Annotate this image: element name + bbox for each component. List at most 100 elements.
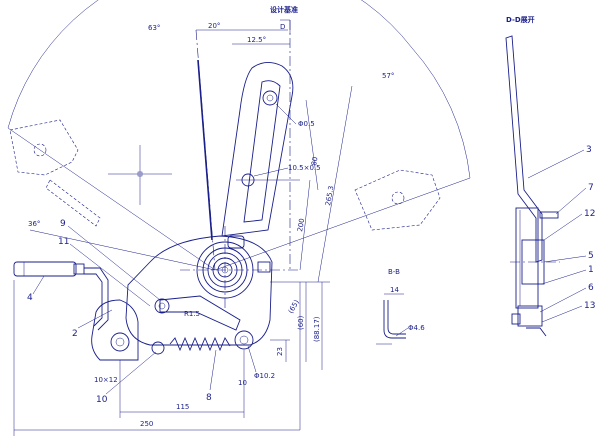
dd-top-bolt (539, 211, 559, 219)
dim-10x12: 10×12 (94, 376, 118, 384)
callout-3: 3 (586, 145, 592, 155)
leader-6 (539, 287, 587, 313)
lower-pin (151, 341, 165, 355)
angle-12-5: 12.5° (247, 36, 266, 44)
leader-phi-10-2 (247, 345, 257, 373)
main-lever-slot (243, 80, 281, 223)
callout-5: 5 (588, 251, 594, 261)
leader-hole-diameter (275, 103, 297, 125)
dim-65: (65) (287, 298, 301, 315)
stop-block (227, 235, 245, 249)
leader-12 (543, 213, 583, 241)
dim-phi-4-6: Φ4.6 (408, 324, 425, 332)
leader-8 (209, 349, 217, 391)
handle-rod (84, 267, 109, 331)
leader-10 (105, 351, 157, 395)
pawl-arm (159, 295, 241, 331)
mount-hole-left-inner (115, 337, 125, 347)
angle-ref-line (29, 229, 216, 271)
bb-bracket-profile (383, 300, 406, 339)
callout-12: 12 (584, 209, 595, 219)
dim-115: 115 (176, 403, 189, 411)
angle-20: 20° (208, 22, 220, 30)
leader-13 (541, 305, 583, 323)
callout-1: 1 (588, 265, 594, 275)
dim-88: (88.17) (313, 316, 321, 342)
angle-63: 63° (148, 24, 160, 32)
folded-lever-hole (33, 143, 47, 157)
leader-slot (253, 167, 289, 177)
callout-11: 11 (58, 237, 69, 247)
dim-r1-5: R1.5 (184, 310, 200, 318)
callout-9: 9 (60, 219, 66, 229)
return-spring-anchor-inner (239, 335, 249, 345)
pawl-pivot (154, 298, 170, 314)
dim-200: 200 (296, 218, 306, 233)
leader-2 (77, 309, 113, 329)
leader-5 (543, 255, 587, 263)
section-bb-title: B-B (388, 268, 400, 276)
base-bracket-left (91, 299, 139, 361)
leader-7 (555, 187, 587, 215)
latch-block (257, 261, 271, 273)
arc-radius-left (7, 127, 216, 271)
dim-250: 250 (140, 420, 153, 428)
angle-36: 36° (28, 220, 40, 228)
dim-line-200 (299, 179, 311, 271)
bb-bracket-inner (387, 300, 406, 335)
main-lever-outline (221, 62, 294, 237)
leader-phi-4-6 (395, 327, 409, 337)
lever-hole-upper-inner (266, 94, 274, 102)
dim-line-80 (305, 99, 319, 191)
callout-2: 2 (72, 329, 78, 339)
dim-14: 14 (390, 286, 399, 294)
arc-radius-right (214, 177, 471, 271)
dim-60: (60) (297, 315, 305, 330)
dd-lower-block (517, 305, 543, 327)
dd-lever-profile (505, 35, 543, 263)
forward-lever-hole (391, 191, 405, 205)
base-plate-outline (125, 235, 273, 346)
dim-10: 10 (238, 379, 247, 387)
motion-arc-right (411, 47, 471, 179)
leader-4 (32, 275, 45, 295)
motion-arc-outer (7, 0, 413, 129)
forward-lever-outline (354, 169, 441, 231)
design-reference-title: 设计基准 (270, 5, 298, 14)
callout-8: 8 (206, 393, 212, 403)
dd-foot (526, 327, 547, 337)
callout-6: 6 (588, 283, 594, 293)
angle-57: 57° (382, 72, 394, 80)
callout-4: 4 (27, 293, 33, 303)
dd-plate-section (515, 207, 539, 309)
dim-23: 23 (276, 347, 284, 356)
dim-slot-size: 10.5×0.5 (288, 164, 321, 172)
callout-13: 13 (584, 301, 595, 311)
mount-hole-left (110, 332, 130, 352)
dd-lower-pin (511, 313, 521, 325)
folded-handle-outline (45, 179, 101, 227)
leader-3 (527, 149, 585, 179)
leader-11 (69, 243, 151, 307)
callout-7: 7 (588, 183, 594, 193)
leader-9 (67, 225, 161, 301)
handle-grip (13, 261, 77, 277)
dim-phi-10-2: Φ10.2 (254, 372, 275, 380)
dim-hole-diameter: Φ0.5 (298, 120, 315, 128)
handle-collar (73, 263, 85, 275)
dim-80: 80 (310, 156, 319, 166)
callout-10: 10 (96, 395, 108, 405)
leader-1 (541, 269, 587, 285)
tension-spring (169, 336, 231, 352)
dim-265: 265.3 (324, 185, 335, 206)
dim-line-265 (317, 85, 353, 283)
folded-lever-outline (9, 119, 79, 176)
handle-reference-stroke (197, 59, 213, 241)
crosshair-center (137, 171, 143, 177)
lever-hole-upper (262, 90, 278, 106)
pawl-pivot-inner (158, 302, 166, 310)
return-spring-anchor (234, 330, 254, 350)
handle-rod-inner (84, 273, 103, 327)
